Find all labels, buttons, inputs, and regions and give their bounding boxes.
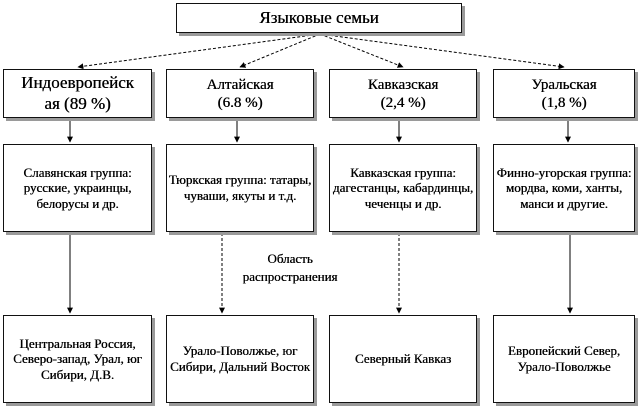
group-node-turkic: Тюркская группа: татары, чуваши, якуты и… [166, 144, 314, 232]
group-text: Кавказская группа: дагестанцы, кабардинц… [332, 164, 474, 211]
group-text: Славянская группа: русские, украинцы, бе… [23, 164, 132, 211]
root-to-family-2-connector [239, 33, 321, 68]
root-to-family-1-connector [77, 33, 321, 70]
family-node-uralic: Уральская (1,8 %) [493, 69, 635, 118]
family-share: ая (89 %) [44, 93, 111, 113]
region-text: Урало-Поволжье, юг Сибири, Дальний Восто… [169, 343, 311, 374]
family-name: Индоевропейск [21, 73, 134, 93]
family-name: Кавказская [367, 76, 439, 93]
root-to-family-3-connector [319, 33, 404, 68]
group-node-slavic: Славянская группа: русские, украинцы, бе… [3, 144, 152, 232]
region-text: Центральная Россия, Северо-запад, Урал, … [13, 335, 142, 382]
family-name: Уральская [531, 76, 597, 93]
region-node-4: Европейский Север, Урало-Поволжье [493, 315, 635, 403]
region-node-3: Северный Кавказ [329, 315, 477, 403]
group-text: Тюркская группа: татары, чуваши, якуты и… [168, 172, 312, 203]
family-node-caucasian: Кавказская (2,4 %) [329, 69, 477, 118]
group-node-finno-ugric: Финно-угорская группа: мордва, коми, хан… [493, 144, 635, 232]
group-node-caucasian: Кавказская группа: дагестанцы, кабардинц… [329, 144, 477, 232]
family-share: (6.8 %) [217, 94, 263, 111]
root-label: Языковые семьи [259, 7, 379, 27]
family-share: (2,4 %) [380, 94, 426, 111]
region-text: Северный Кавказ [354, 351, 452, 367]
family-node-altaic: Алтайская (6.8 %) [166, 69, 314, 118]
region-node-1: Центральная Россия, Северо-запад, Урал, … [3, 315, 152, 403]
region-node-2: Урало-Поволжье, юг Сибири, Дальний Восто… [166, 315, 314, 403]
region-text: Европейский Север, Урало-Поволжье [507, 343, 621, 374]
root-to-family-4-connector [319, 33, 565, 70]
family-node-indo-european: Индоевропейск ая (89 %) [3, 69, 152, 118]
root-node-language-families: Языковые семьи [176, 3, 462, 33]
family-name: Алтайская [206, 76, 274, 93]
family-share: (1,8 %) [541, 94, 587, 111]
group-text: Финно-угорская группа: мордва, коми, хан… [496, 164, 632, 211]
distribution-area-label: Область распространения [242, 251, 338, 285]
